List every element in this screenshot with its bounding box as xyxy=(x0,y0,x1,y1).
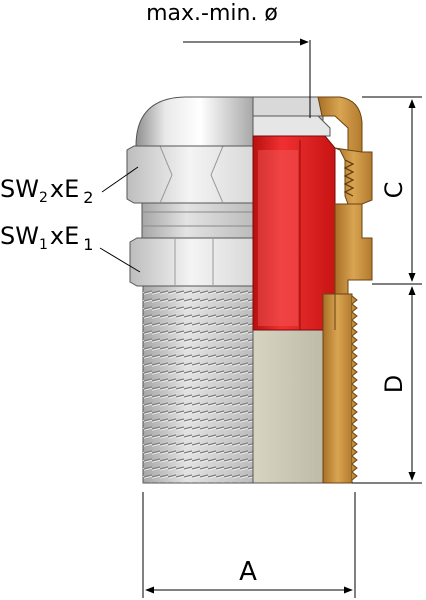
sw2-sub: 2 xyxy=(39,190,48,206)
dimension-c xyxy=(362,96,422,285)
dimension-c-label: C xyxy=(380,182,408,199)
sw1-e-sub: 1 xyxy=(83,235,93,254)
brass-section xyxy=(317,96,373,484)
upper-hex-nut xyxy=(126,145,254,204)
dome-cap xyxy=(135,96,254,147)
dimension-a-label: A xyxy=(239,557,257,587)
cutaway-section xyxy=(252,96,336,484)
sw1-text: SW xyxy=(0,222,39,250)
threaded-body xyxy=(141,279,254,484)
sw2-x-e: xE xyxy=(50,175,79,203)
dimension-d xyxy=(352,286,422,484)
dimension-d-label: D xyxy=(380,375,408,393)
sw1-x-e: xE xyxy=(50,222,79,250)
dimension-a xyxy=(142,492,356,598)
sw2-e-sub: 2 xyxy=(83,188,93,207)
neck-ring xyxy=(141,201,254,239)
lower-hex-nut xyxy=(129,237,254,287)
sw2-text: SW xyxy=(0,175,39,203)
sw1-sub: 1 xyxy=(39,237,48,253)
diameter-dimension xyxy=(183,38,311,118)
diameter-label: max.-min. ø xyxy=(146,1,278,26)
